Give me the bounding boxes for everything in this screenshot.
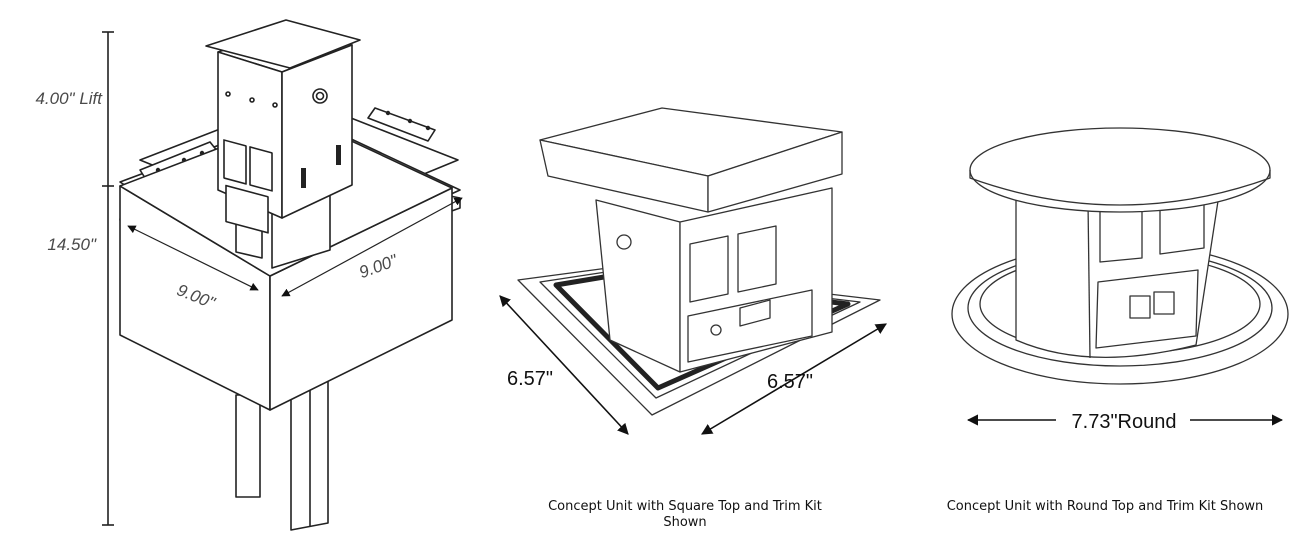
height-dimension-line <box>102 31 114 526</box>
round-unit-caption: Concept Unit with Round Top and Trim Kit… <box>946 499 1264 514</box>
support-legs <box>235 377 329 531</box>
lift-label: 4.00" Lift <box>35 89 103 108</box>
width-dimension-arrows <box>127 197 463 297</box>
square-dim-left: 6.57" <box>507 368 553 390</box>
latch-keys <box>301 145 341 188</box>
outlet-panel <box>223 139 273 234</box>
round-dim-diameter: 7.73"Round <box>1072 411 1177 433</box>
round-unit-drawing <box>951 127 1289 426</box>
square-unit-drawing <box>499 107 887 435</box>
square-top-lid <box>539 107 843 213</box>
round-top-lid <box>969 127 1271 213</box>
tall-unit-drawing <box>102 19 463 531</box>
square-unit-caption: Concept Unit with Square Top and Trim Ki… <box>548 499 822 530</box>
square-dim-right: 6.57" <box>767 371 813 393</box>
height-label: 14.50" <box>47 235 97 254</box>
square-dimension-arrows <box>499 295 887 435</box>
